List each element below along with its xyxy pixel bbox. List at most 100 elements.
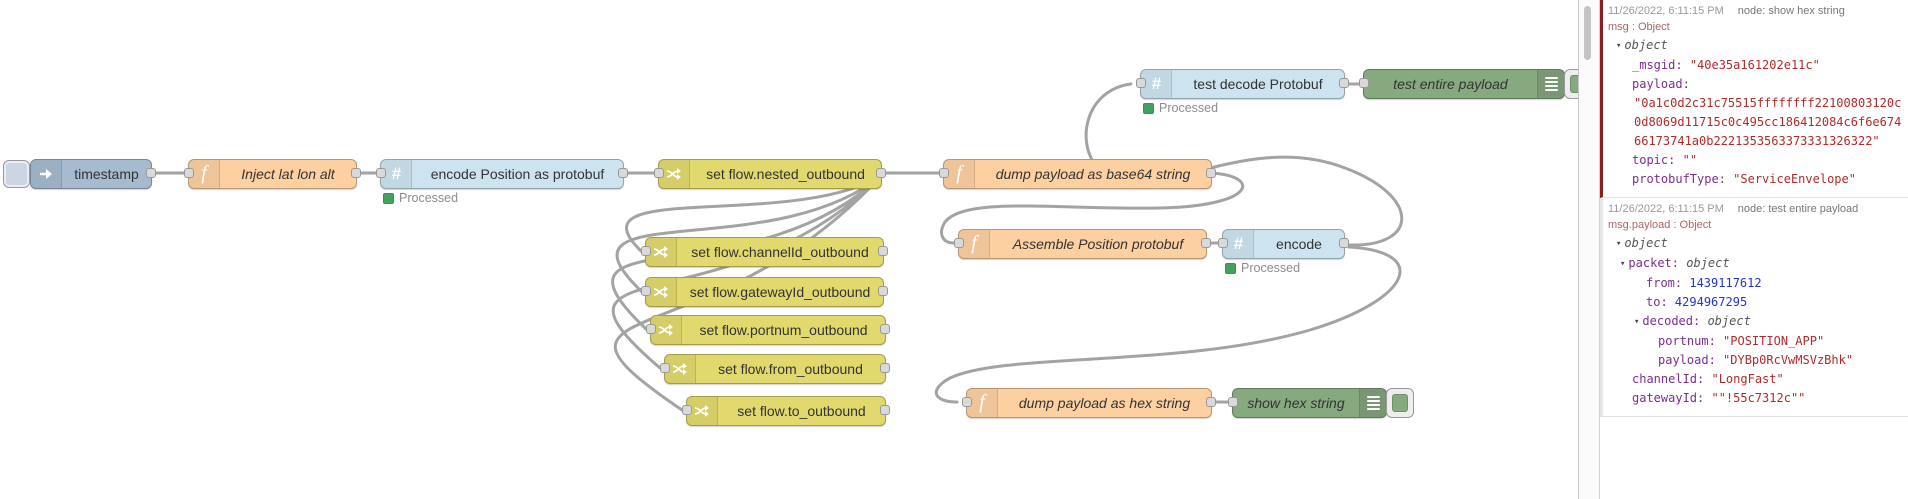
output-port[interactable] — [351, 168, 361, 178]
node-test-entire-payload[interactable]: test entire payload — [1359, 69, 1592, 99]
output-port[interactable] — [1201, 238, 1211, 248]
input-port[interactable] — [1359, 78, 1369, 88]
input-port[interactable] — [939, 168, 949, 178]
debug-msg-tree: ▾object ▾packet: object from: 1439117612… — [1606, 234, 1904, 408]
node-set-flow-nested-outbound[interactable]: set flow.nested_outbound — [654, 159, 886, 189]
scrollbar-thumb[interactable] — [1584, 6, 1591, 60]
input-port[interactable] — [962, 397, 972, 407]
output-port[interactable] — [1339, 78, 1349, 88]
node-status: Processed — [1143, 101, 1218, 115]
debug-row: payload: — [1632, 77, 1690, 91]
node-show-hex-string[interactable]: show hex string — [1228, 388, 1414, 418]
inject-button[interactable] — [3, 160, 30, 188]
debug-row: portnum: "POSITION_APP" — [1658, 334, 1825, 348]
input-port[interactable] — [641, 246, 651, 256]
debug-row: to: 4294967295 — [1646, 295, 1748, 309]
function-icon: f — [959, 230, 990, 258]
node-dump-payload-as-base64-string[interactable]: f dump payload as base64 string — [939, 159, 1216, 189]
wire[interactable] — [625, 174, 883, 253]
node-set-flow-gatewayid-outbound[interactable]: set flow.gatewayId_outbound — [641, 277, 888, 307]
node-label: set flow.portnum_outbound — [699, 322, 868, 338]
node-label: dump payload as base64 string — [995, 166, 1191, 182]
input-port[interactable] — [1218, 238, 1228, 248]
node-label: set flow.from_outbound — [718, 361, 863, 377]
debug-row: 66173741a0b2221353563373331326322" — [1634, 134, 1880, 148]
expander-icon[interactable]: ▾ — [1634, 317, 1640, 327]
node-set-flow-channelid-outbound[interactable]: set flow.channelId_outbound — [641, 237, 888, 267]
output-port[interactable] — [880, 405, 890, 415]
node-label: test entire payload — [1393, 76, 1508, 92]
debug-timestamp: 11/26/2022, 6:11:15 PM — [1608, 203, 1724, 215]
input-port[interactable] — [1228, 397, 1238, 407]
hash-icon: # — [381, 160, 412, 188]
status-dot-icon — [383, 192, 394, 204]
node-set-flow-portnum-outbound[interactable]: set flow.portnum_outbound — [646, 315, 890, 345]
output-port[interactable] — [878, 246, 888, 256]
debug-row: ▾packet: object — [1620, 256, 1730, 270]
node-label: set flow.gatewayId_outbound — [689, 284, 871, 300]
output-port[interactable] — [880, 363, 890, 373]
input-port[interactable] — [641, 286, 651, 296]
output-port[interactable] — [880, 324, 890, 334]
node-label: timestamp — [74, 166, 139, 182]
wire[interactable] — [934, 245, 1402, 404]
scrollbar-track[interactable] — [1579, 0, 1599, 499]
flow-canvas[interactable]: timestamp f Inject lat lon alt # encode … — [0, 0, 1592, 499]
node-assemble-position-protobuf[interactable]: f Assemble Position protobuf — [954, 229, 1211, 259]
node-test-decode-protobuf[interactable]: # test decode Protobuf Processed — [1136, 69, 1349, 115]
wire[interactable] — [1084, 82, 1404, 247]
input-port[interactable] — [954, 238, 964, 248]
canvas-sidebar-divider — [1578, 0, 1579, 499]
node-inject-lat-lon-alt[interactable]: f Inject lat lon alt — [184, 159, 361, 189]
debug-toggle-button[interactable] — [1386, 388, 1414, 418]
hash-icon: # — [1223, 230, 1254, 258]
status-dot-icon — [1143, 102, 1154, 114]
node-label: test decode Protobuf — [1193, 76, 1323, 92]
node-timestamp[interactable]: timestamp — [3, 159, 156, 189]
input-port[interactable] — [654, 168, 664, 178]
node-dump-payload-as-hex-string[interactable]: f dump payload as hex string — [962, 388, 1216, 418]
shuffle-icon — [665, 355, 696, 383]
input-port[interactable] — [682, 405, 692, 415]
node-label: dump payload as hex string — [1018, 395, 1191, 411]
debug-row: protobufType: "ServiceEnvelope" — [1632, 172, 1856, 186]
expander-icon[interactable]: ▾ — [1616, 239, 1622, 249]
node-encode[interactable]: # encode Processed — [1218, 229, 1349, 275]
function-icon: f — [189, 160, 220, 188]
debug-message: 11/26/2022, 6:11:15 PM node: test entire … — [1600, 198, 1908, 417]
node-set-flow-to-outbound[interactable]: set flow.to_outbound — [682, 396, 890, 426]
node-label: set flow.nested_outbound — [706, 166, 865, 182]
debug-row: from: 1439117612 — [1646, 276, 1762, 290]
output-port[interactable] — [1206, 397, 1216, 407]
wire[interactable] — [940, 171, 1245, 245]
debug-row: ▾decoded: object — [1634, 314, 1751, 328]
debug-source-node: node: test entire payload — [1737, 203, 1859, 215]
input-port[interactable] — [646, 324, 656, 334]
output-port[interactable] — [618, 168, 628, 178]
debug-msg-path: msg : Object — [1608, 21, 1670, 33]
node-set-flow-from-outbound[interactable]: set flow.from_outbound — [660, 354, 890, 384]
wire[interactable] — [615, 174, 883, 293]
debug-row: ▾object — [1616, 38, 1668, 52]
shuffle-icon — [646, 238, 677, 266]
input-port[interactable] — [376, 168, 386, 178]
sidebar-left-border — [1599, 0, 1600, 499]
list-icon — [1359, 389, 1386, 417]
output-port[interactable] — [878, 286, 888, 296]
output-port[interactable] — [876, 168, 886, 178]
output-port[interactable] — [146, 168, 156, 178]
expander-icon[interactable]: ▾ — [1620, 259, 1626, 269]
expander-icon[interactable]: ▾ — [1616, 41, 1622, 51]
node-encode-position-as-protobuf[interactable]: # encode Position as protobuf Processed — [376, 159, 628, 205]
inject-arrow-icon — [31, 160, 62, 188]
input-port[interactable] — [1136, 78, 1146, 88]
output-port[interactable] — [1206, 168, 1216, 178]
input-port[interactable] — [660, 363, 670, 373]
output-port[interactable] — [1339, 238, 1349, 248]
node-status: Processed — [1225, 261, 1300, 275]
shuffle-icon — [651, 316, 682, 344]
input-port[interactable] — [184, 168, 194, 178]
node-label: encode Position as protobuf — [430, 166, 605, 182]
